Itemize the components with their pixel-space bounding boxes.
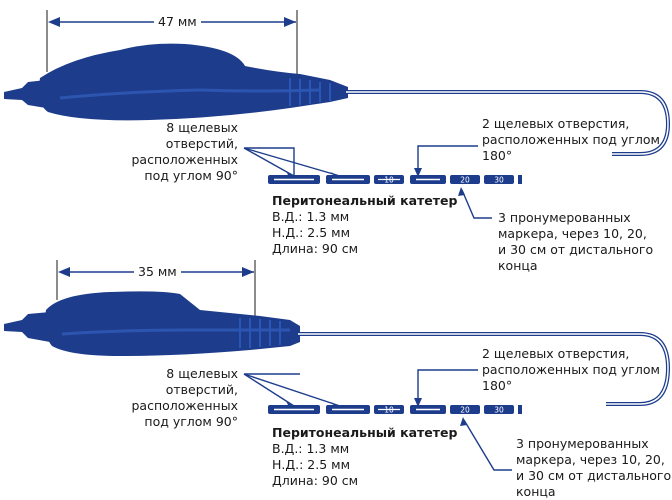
connector-tip bbox=[4, 80, 46, 108]
leader-end-holes bbox=[417, 369, 478, 406]
end-holes-label-top: 2 щелевых отверстия, расположенных под у… bbox=[482, 116, 660, 163]
leader-markers bbox=[463, 419, 512, 471]
leader-end-holes bbox=[417, 145, 478, 176]
distal-segment bbox=[450, 405, 480, 414]
end-holes-label-bottom: 2 щелевых отверстия, расположенных под у… bbox=[482, 346, 660, 393]
hub-highlight bbox=[61, 328, 290, 336]
distal-segment bbox=[450, 175, 480, 184]
leader-markers bbox=[461, 189, 492, 219]
side-holes-label-top: 8 щелевых отверстий, расположенных под у… bbox=[131, 120, 239, 183]
side-holes-label-bottom: 8 щелевых отверстий, расположенных под у… bbox=[131, 366, 239, 429]
distal-segment bbox=[326, 405, 370, 414]
dimension-label-bottom: 35 мм bbox=[134, 264, 181, 280]
distal-segment bbox=[484, 405, 514, 414]
distal-segment-end bbox=[518, 175, 522, 184]
distal-segment bbox=[268, 405, 320, 414]
distal-segment bbox=[484, 175, 514, 184]
specs-block-top: Перитонеальный катетер В.Д.: 1.3 мм Н.Д.… bbox=[272, 193, 458, 256]
distal-segment bbox=[374, 405, 404, 414]
marker-number-20: 20 bbox=[460, 176, 470, 185]
distal-segment bbox=[410, 405, 446, 414]
catheter-hub-body bbox=[39, 43, 348, 121]
leader-side-holes bbox=[244, 147, 295, 176]
leader-side-holes-arrow bbox=[243, 147, 341, 177]
marker-number-30: 30 bbox=[494, 176, 504, 185]
catheter-title: Перитонеальный катетер bbox=[272, 193, 458, 208]
marker-number-10: 10 bbox=[384, 176, 394, 185]
markers-label-top: 3 пронумерованных маркера, через 10, 20,… bbox=[498, 210, 654, 273]
specs-block-bottom: Перитонеальный катетер В.Д.: 1.3 мм Н.Д.… bbox=[272, 425, 458, 488]
marker-number-10: 10 bbox=[384, 406, 394, 415]
catheter-illustration-top: 10 20 30 bbox=[4, 10, 671, 219]
dimension-arrow-left bbox=[58, 267, 70, 277]
markers-label-bottom: 3 пронумерованных маркера, через 10, 20,… bbox=[516, 436, 672, 499]
dimension-arrow-right bbox=[242, 267, 254, 277]
distal-segment bbox=[268, 175, 320, 184]
marker-number-30: 30 bbox=[494, 406, 504, 415]
distal-segment bbox=[374, 175, 404, 184]
dimension-label-top: 47 мм bbox=[154, 14, 201, 30]
distal-segment bbox=[326, 175, 370, 184]
distal-segment bbox=[410, 175, 446, 184]
marker-number-20: 20 bbox=[460, 406, 470, 415]
dimension-arrow-left bbox=[48, 17, 60, 27]
leader-side-holes bbox=[243, 373, 295, 407]
hub-highlight bbox=[59, 88, 321, 100]
catheter-title: Перитонеальный катетер bbox=[272, 425, 458, 440]
dimension-arrow-right bbox=[284, 17, 296, 27]
catheter-hub-body bbox=[44, 291, 300, 356]
distal-segment-end bbox=[518, 405, 522, 414]
connector-tip bbox=[4, 312, 50, 342]
